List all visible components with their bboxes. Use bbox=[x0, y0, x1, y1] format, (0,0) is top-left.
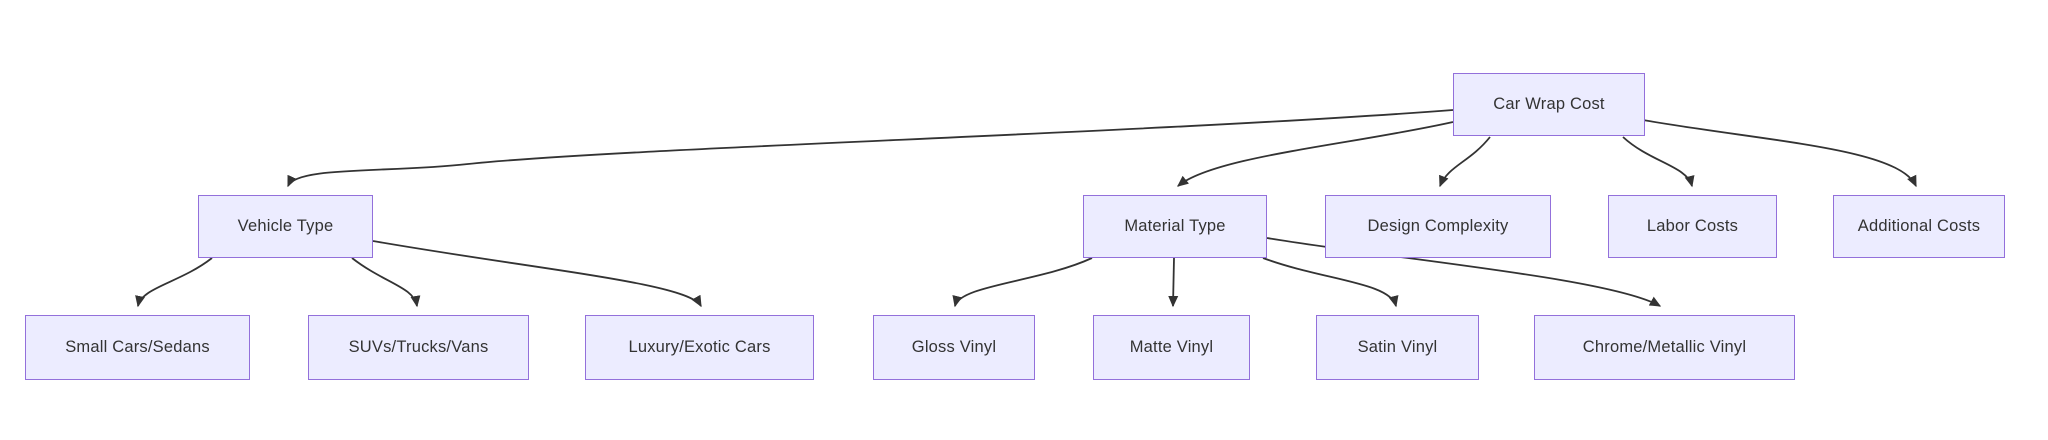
node-material-type: Material Type bbox=[1083, 195, 1267, 258]
edge-root-to-material-type bbox=[1177, 121, 1454, 187]
node-matte-vinyl: Matte Vinyl bbox=[1093, 315, 1250, 380]
node-gloss-vinyl: Gloss Vinyl bbox=[873, 315, 1035, 380]
node-vehicle-type: Vehicle Type bbox=[198, 195, 373, 258]
node-chrome-metallic-vinyl: Chrome/Metallic Vinyl bbox=[1534, 315, 1795, 380]
node-small-cars-sedans: Small Cars/Sedans bbox=[25, 315, 250, 380]
edge-material-to-satin bbox=[1262, 257, 1399, 308]
node-car-wrap-cost: Car Wrap Cost bbox=[1453, 73, 1645, 136]
edge-root-to-vehicle-type bbox=[287, 109, 1454, 188]
node-luxury-exotic-cars: Luxury/Exotic Cars bbox=[585, 315, 814, 380]
node-design-complexity: Design Complexity bbox=[1325, 195, 1551, 258]
edge-root-to-additional-costs bbox=[1642, 119, 1917, 188]
edge-vehicle-to-luxury bbox=[372, 240, 702, 308]
edge-material-to-gloss bbox=[952, 257, 1093, 308]
node-suvs-trucks-vans: SUVs/Trucks/Vans bbox=[308, 315, 529, 380]
edge-root-to-labor-costs bbox=[1622, 136, 1695, 188]
edge-material-to-chrome bbox=[1266, 237, 1662, 307]
node-satin-vinyl: Satin Vinyl bbox=[1316, 315, 1479, 380]
edge-material-to-matte bbox=[1168, 257, 1179, 308]
edge-vehicle-to-suvs bbox=[351, 257, 421, 308]
node-labor-costs: Labor Costs bbox=[1608, 195, 1777, 258]
node-additional-costs: Additional Costs bbox=[1833, 195, 2005, 258]
edge-vehicle-to-small-cars bbox=[135, 257, 213, 308]
edge-root-to-design-complexity bbox=[1439, 136, 1491, 188]
